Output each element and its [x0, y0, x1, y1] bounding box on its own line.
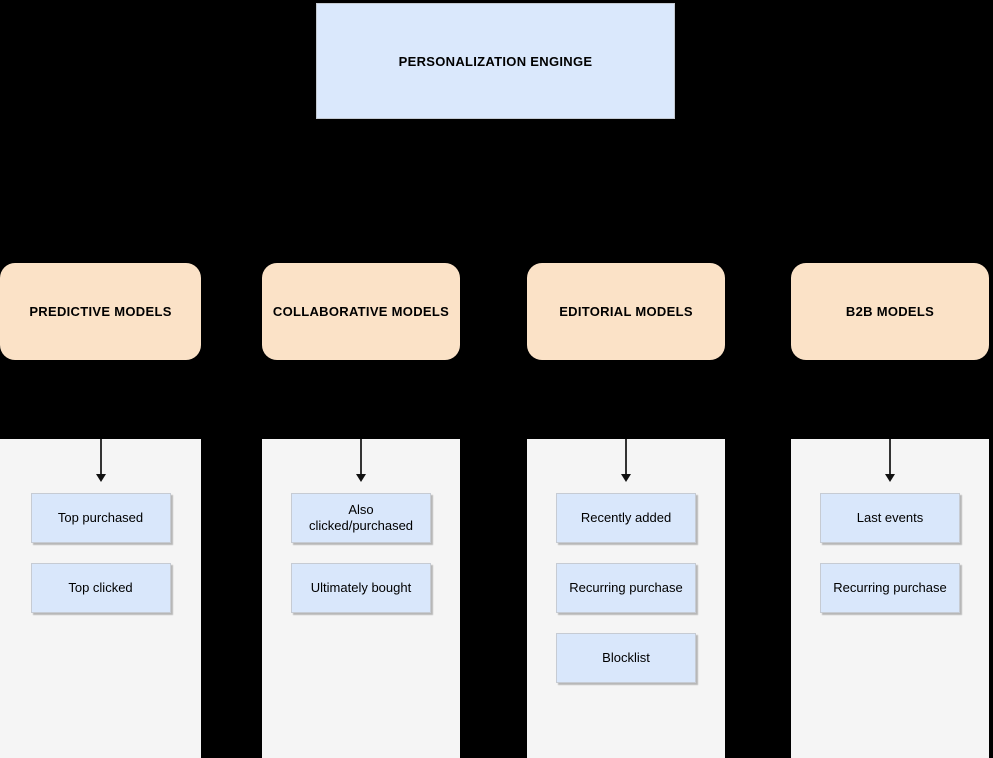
- arrow-line: [889, 439, 891, 474]
- arrow-head-icon: [356, 474, 366, 482]
- category-label: EDITORIAL MODELS: [559, 304, 693, 319]
- leaf-label: Recently added: [580, 509, 672, 525]
- leaf-node-recurring-purchase-b2b: Recurring purchase: [820, 563, 960, 613]
- category-node-editorial: EDITORIAL MODELS: [527, 263, 725, 360]
- leaf-label: Top purchased: [57, 509, 144, 525]
- root-node-label: PERSONALIZATION ENGINGE: [398, 53, 593, 69]
- leaf-label: Recurring purchase: [833, 579, 947, 595]
- arrow-head-icon: [885, 474, 895, 482]
- arrow-line: [99, 439, 102, 474]
- node-personalization-engine: PERSONALIZATION ENGINGE: [316, 3, 675, 119]
- leaf-label: Blocklist: [602, 649, 650, 665]
- arrow-line: [360, 439, 362, 474]
- leaf-node-recurring-purchase: Recurring purchase: [556, 563, 696, 613]
- column-panel-collaborative: Also clicked/purchased Ultimately bought: [262, 439, 460, 758]
- leaf-node-blocklist: Blocklist: [556, 633, 696, 683]
- category-node-predictive: PREDICTIVE MODELS: [0, 263, 201, 360]
- leaf-node-top-clicked: Top clicked: [30, 563, 171, 613]
- column-panel-predictive: Top purchased Top clicked: [0, 439, 201, 758]
- leaf-label: Top clicked: [68, 579, 133, 595]
- leaf-label: Ultimately bought: [310, 579, 412, 595]
- connector-arrow: [885, 439, 895, 482]
- leaf-label: Recurring purchase: [569, 579, 683, 595]
- arrow-head-icon: [95, 474, 106, 482]
- connector-arrow: [95, 439, 106, 482]
- arrow-line: [625, 439, 627, 474]
- arrow-head-icon: [621, 474, 631, 482]
- connector-arrow: [356, 439, 366, 482]
- leaf-label: Also clicked/purchased: [308, 501, 414, 533]
- connector-arrow: [621, 439, 631, 482]
- column-panel-editorial: Recently added Recurring purchase Blockl…: [527, 439, 725, 758]
- leaf-node-ultimately-bought: Ultimately bought: [291, 563, 431, 613]
- category-label: B2B MODELS: [845, 304, 935, 319]
- leaf-label: Last events: [856, 509, 924, 525]
- category-node-b2b: B2B MODELS: [791, 263, 989, 360]
- leaf-node-top-purchased: Top purchased: [30, 493, 171, 543]
- leaf-node-also-clicked-purchased: Also clicked/purchased: [291, 493, 431, 543]
- category-label: COLLABORATIVE MODELS: [272, 304, 450, 319]
- leaf-node-last-events: Last events: [820, 493, 960, 543]
- category-node-collaborative: COLLABORATIVE MODELS: [262, 263, 460, 360]
- column-panel-b2b: Last events Recurring purchase: [791, 439, 989, 758]
- category-label: PREDICTIVE MODELS: [29, 304, 172, 319]
- leaf-node-recently-added: Recently added: [556, 493, 696, 543]
